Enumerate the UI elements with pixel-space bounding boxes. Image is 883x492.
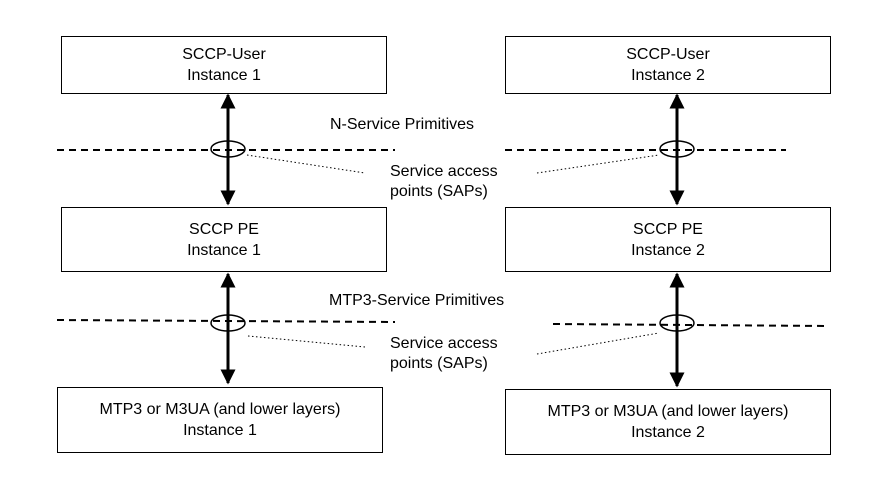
n-service-primitives-label: N-Service Primitives xyxy=(330,116,475,133)
sccp-user-title-1: SCCP-User xyxy=(182,46,266,63)
sap-pointer-upper-left xyxy=(246,154,366,174)
sap-ellipse-lower-right xyxy=(659,314,695,332)
sap-pointer-lower-right xyxy=(536,332,660,355)
lower-sap-label-line2: points (SAPs) xyxy=(390,355,488,372)
sap-ellipse-upper-left xyxy=(210,140,246,158)
mtp-instance-2: Instance 2 xyxy=(631,424,705,441)
mtp-title-1: MTP3 or M3UA (and lower layers) xyxy=(99,401,341,418)
mtp-instance-1: Instance 1 xyxy=(183,422,257,439)
upper-sap-label-line1: Service access xyxy=(390,163,498,180)
sccp-pe-instance-1: Instance 1 xyxy=(187,241,261,259)
lower-sap-label-line1: Service access xyxy=(390,335,498,352)
sccp-user-title-2: SCCP-User xyxy=(626,46,710,63)
sccp-pe-box-1: SCCP PE Instance 1 xyxy=(61,207,387,272)
mtp-title-2: MTP3 or M3UA (and lower layers) xyxy=(547,403,789,420)
lower-interface-line-right xyxy=(552,323,827,327)
sap-pointer-lower-left xyxy=(247,335,366,348)
sccp-pe-title-2: SCCP PE xyxy=(633,220,703,238)
sap-ellipse-lower-left xyxy=(210,314,246,332)
sccp-user-instance-1: Instance 1 xyxy=(187,67,261,84)
sap-ellipse-upper-right xyxy=(659,140,695,158)
upper-sap-label-line2: points (SAPs) xyxy=(390,183,488,200)
lower-interface-line-left xyxy=(56,319,396,323)
sccp-user-instance-2: Instance 2 xyxy=(631,67,705,84)
sccp-user-box-1: SCCP-User Instance 1 xyxy=(61,36,387,94)
sap-pointer-upper-right xyxy=(536,154,660,174)
mtp-box-1: MTP3 or M3UA (and lower layers) Instance… xyxy=(57,387,383,453)
sccp-pe-instance-2: Instance 2 xyxy=(631,241,705,259)
mtp3-service-primitives-label: MTP3-Service Primitives xyxy=(329,292,505,309)
sccp-pe-title-1: SCCP PE xyxy=(189,220,259,238)
sccp-pe-box-2: SCCP PE Instance 2 xyxy=(505,207,831,272)
mtp-box-2: MTP3 or M3UA (and lower layers) Instance… xyxy=(505,389,831,455)
sccp-user-box-2: SCCP-User Instance 2 xyxy=(505,36,831,94)
